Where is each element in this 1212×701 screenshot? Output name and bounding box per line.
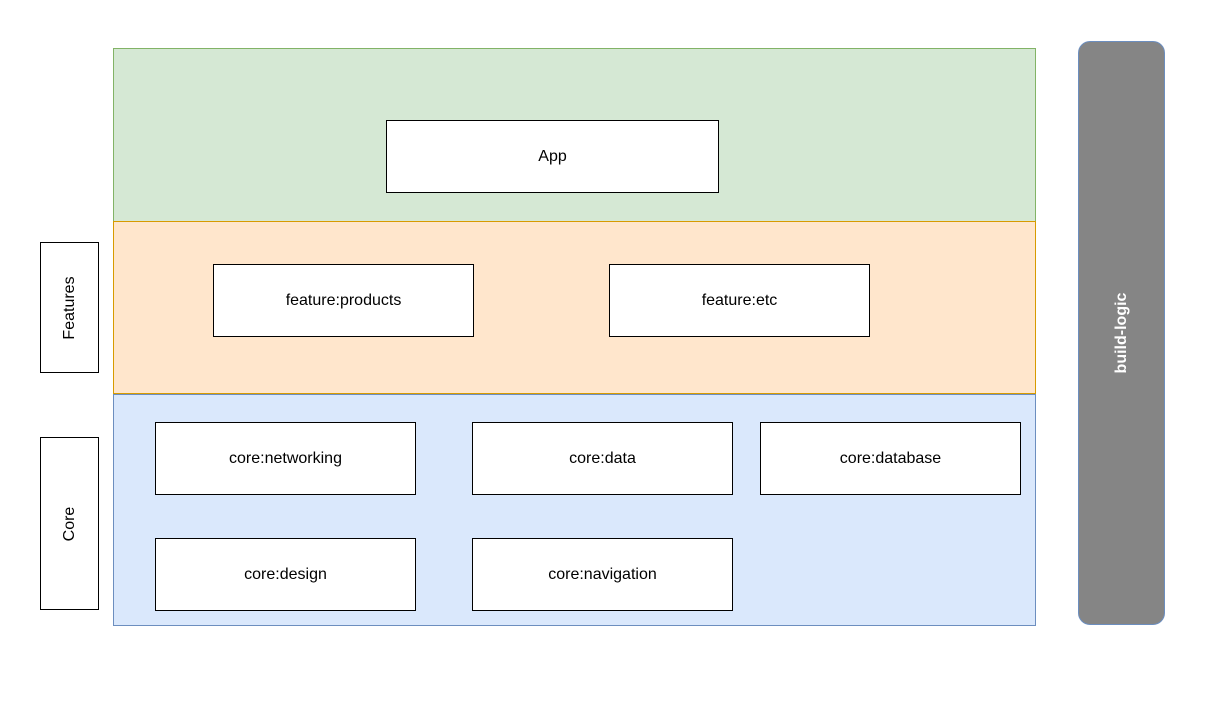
module-core-navigation: core:navigation: [472, 538, 733, 611]
build-logic-bar: build-logic: [1078, 41, 1165, 625]
core-side-label: Core: [40, 437, 99, 610]
module-core-design: core:design: [155, 538, 416, 611]
module-app-label: App: [538, 147, 567, 165]
build-logic-label: build-logic: [1112, 292, 1130, 374]
module-core-networking-label: core:networking: [229, 449, 342, 467]
module-app: App: [386, 120, 719, 193]
module-core-design-label: core:design: [244, 565, 327, 583]
module-feature-products: feature:products: [213, 264, 474, 337]
module-core-networking: core:networking: [155, 422, 416, 495]
module-core-data: core:data: [472, 422, 733, 495]
module-feature-products-label: feature:products: [285, 291, 402, 309]
module-core-navigation-label: core:navigation: [548, 565, 657, 583]
module-feature-etc: feature:etc: [609, 264, 870, 337]
module-core-database: core:database: [760, 422, 1021, 495]
core-side-label-text: Core: [60, 506, 78, 541]
features-side-label-text: Features: [60, 275, 78, 340]
module-feature-etc-label: feature:etc: [701, 291, 778, 309]
features-side-label: Features: [40, 242, 99, 373]
module-core-data-label: core:data: [569, 449, 636, 467]
module-core-database-label: core:database: [839, 449, 942, 467]
